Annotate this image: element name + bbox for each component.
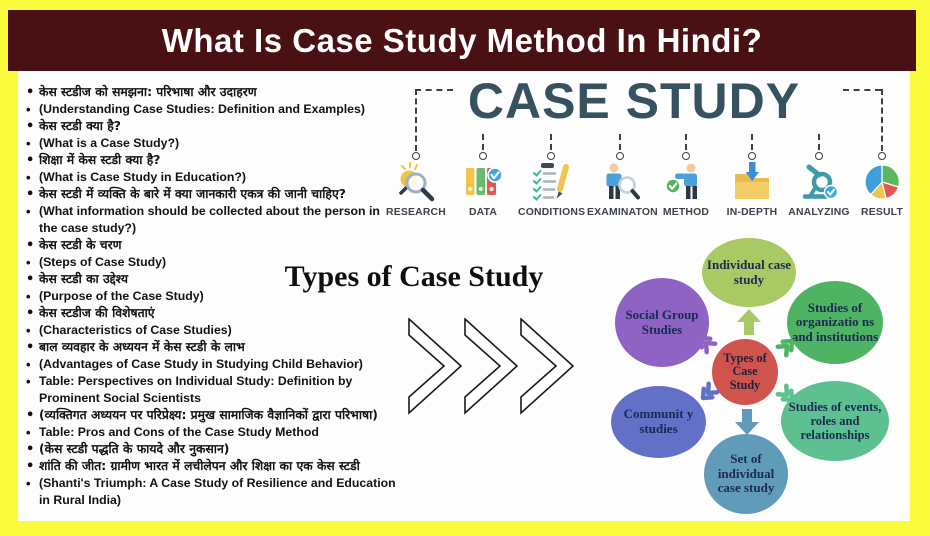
connector-dot xyxy=(412,152,420,160)
arrow-up-left-icon xyxy=(692,329,720,357)
dashed-connector xyxy=(415,89,417,151)
arrow-down-left-icon xyxy=(694,379,722,407)
case-study-banner-title: CASE STUDY xyxy=(467,73,801,129)
toc-item: केस स्टडीज को समझना: परिभाषा और उदाहरण xyxy=(26,84,398,101)
research-icon xyxy=(399,162,435,202)
bubble-studies-of-events-roles: Studies of events, roles and relationshi… xyxy=(781,381,889,461)
toc-item: शिक्षा में केस स्टडी क्या है? xyxy=(26,152,398,169)
step-label: RESEARCH xyxy=(386,207,446,218)
bubble-studies-of-organizations: Studies of organizatio ns and institutio… xyxy=(787,281,883,364)
toc-item: (केस स्टडी पद्धति के फायदे और नुकसान) xyxy=(26,441,398,458)
step-label: ANALYZING xyxy=(788,207,850,218)
bubble-individual-case-study: Individual case study xyxy=(702,238,796,307)
bubble-social-group-studies: Social Group Studies xyxy=(615,278,709,367)
toc-item: केस स्टडी के चरण xyxy=(26,237,398,254)
step-label: METHOD xyxy=(662,207,710,218)
result-icon xyxy=(864,164,900,200)
arrow-down-right-icon xyxy=(773,381,801,409)
toc-item: बाल व्यवहार के अध्ययन में केस स्टडी के ल… xyxy=(26,339,398,356)
method-icon xyxy=(665,163,697,199)
connector-dot xyxy=(479,152,487,160)
dashed-connector xyxy=(619,134,621,150)
dashed-connector xyxy=(482,134,484,150)
connector-dot xyxy=(682,152,690,160)
bubble-label: Set of individual case study xyxy=(717,451,775,496)
toc-item: (Characteristics of Case Studies) xyxy=(26,322,398,339)
bubble-label: Individual case study xyxy=(706,256,792,287)
toc-item: (Shanti's Triumph: A Case Study of Resil… xyxy=(26,475,398,509)
connector-dot xyxy=(616,152,624,160)
banner-step-examination: EXAMINATON xyxy=(587,160,658,218)
toc-item: (What is a Case Study?) xyxy=(26,135,398,152)
toc-item: केस स्टडी क्या है? xyxy=(26,118,398,135)
types-heading: Types of Case Study xyxy=(284,260,544,293)
bubble-community-studies: Communit y studies xyxy=(611,386,706,458)
bubble-label: Communit y studies xyxy=(623,406,694,436)
toc-item: (What information should be collected ab… xyxy=(26,203,398,237)
arrow-up-right-icon xyxy=(773,332,801,360)
connector-dot xyxy=(878,152,886,160)
center-label: Types of Case Study xyxy=(723,350,767,392)
bubble-label: Studies of organizatio ns and institutio… xyxy=(791,299,879,344)
table-of-contents: केस स्टडीज को समझना: परिभाषा और उदाहरण (… xyxy=(26,84,398,509)
step-label: DATA xyxy=(468,207,498,218)
step-label: EXAMINATON xyxy=(587,207,658,218)
page-title: What Is Case Study Method In Hindi? xyxy=(161,21,763,59)
banner-step-conditions: CONDITIONS xyxy=(518,160,586,218)
banner-step-result: RESULT xyxy=(849,160,915,218)
toc-item: शांति की जीत: ग्रामीण भारत में लचीलेपन औ… xyxy=(26,458,398,475)
toc-item: (What is Case Study in Education?) xyxy=(26,169,398,186)
toc-item: केस स्टडीज की विशेषताएं xyxy=(26,305,398,322)
toc-item: (Purpose of the Case Study) xyxy=(26,288,398,305)
dashed-connector xyxy=(881,89,883,151)
triple-chevron-arrows xyxy=(408,318,575,415)
toc-item: केस स्टडी में व्यक्ति के बारे में क्या ज… xyxy=(26,186,398,203)
dashed-connector xyxy=(751,134,753,150)
toc-item: (Understanding Case Studies: Definition … xyxy=(26,101,398,118)
connector-dot xyxy=(547,152,555,160)
dashed-connector xyxy=(818,134,820,150)
toc-item: Table: Perspectives on Individual Study:… xyxy=(26,373,398,407)
banner-step-in-depth: IN-DEPTH xyxy=(719,160,785,218)
banner-step-data: DATA xyxy=(450,160,516,218)
toc-item: (Steps of Case Study) xyxy=(26,254,398,271)
step-label: RESULT xyxy=(861,207,903,218)
banner-step-research: RESEARCH xyxy=(383,160,449,218)
dashed-connector xyxy=(843,89,881,91)
banner-step-method: METHOD xyxy=(653,160,719,218)
connector-dot xyxy=(748,152,756,160)
dashed-connector xyxy=(685,134,687,150)
arrow-down-icon xyxy=(735,409,759,435)
conditions-icon xyxy=(533,163,569,201)
dashed-connector xyxy=(415,89,453,91)
bubble-set-of-individual-case-study: Set of individual case study xyxy=(704,434,788,514)
toc-item: (Advantages of Case Study in Studying Ch… xyxy=(26,356,398,373)
data-icon xyxy=(466,167,503,195)
step-label: CONDITIONS xyxy=(518,207,586,218)
in-depth-icon xyxy=(735,162,769,199)
toc-list: केस स्टडीज को समझना: परिभाषा और उदाहरण (… xyxy=(26,84,398,509)
bubble-label: Social Group Studies xyxy=(625,306,699,337)
connector-dot xyxy=(815,152,823,160)
toc-item: Table: Pros and Cons of the Case Study M… xyxy=(26,424,398,441)
arrow-up-icon xyxy=(737,309,761,335)
banner-step-analyzing: ANALYZING xyxy=(786,160,852,218)
bubble-label: Studies of events, roles and relationshi… xyxy=(788,399,882,443)
header-bar: What Is Case Study Method In Hindi? xyxy=(8,10,916,71)
analyzing-icon xyxy=(802,164,839,200)
step-label: IN-DEPTH xyxy=(726,207,778,218)
toc-item: केस स्टडी का उद्देश्य xyxy=(26,271,398,288)
diagram-center-circle: Types of Case Study xyxy=(712,339,778,405)
toc-item: (व्यक्तिगत अध्ययन पर परिप्रेक्ष्य: प्रमु… xyxy=(26,407,398,424)
examination-icon xyxy=(606,163,640,200)
dashed-connector xyxy=(550,134,552,150)
